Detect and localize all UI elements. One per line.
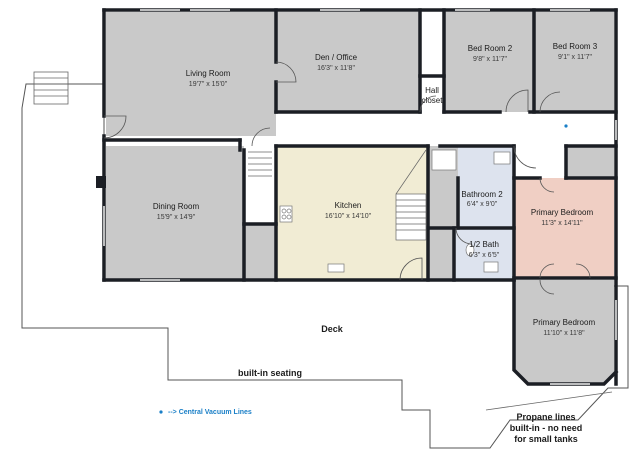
bed3-name: Bed Room 3 [553,42,598,51]
vacuum-legend-dot [159,410,163,414]
fireplace [96,176,106,188]
kitchen-stairs [395,149,427,241]
bath2-door [513,145,537,169]
seating-label: built-in seating [238,368,302,378]
living-room [106,12,276,136]
den-dim: 16'3" x 11'8" [317,65,355,72]
stair-door [251,127,271,147]
primary-closet-doors [539,263,591,279]
den-office [276,12,420,112]
bed-room-2 [444,12,534,112]
kitchen-dim: 16'10" x 14'10" [325,213,372,220]
primary-door-1 [539,177,555,193]
half-bath-closet [428,228,454,280]
toilet-half-bath [465,243,475,257]
den-name: Den / Office [315,53,358,62]
deck-label: Deck [321,324,344,334]
primary1-name: Primary Bedroom [531,208,594,217]
stove [279,205,293,223]
primary-closet [566,146,614,178]
primary2-door [539,279,555,295]
landing-stairs [248,151,272,177]
primary2-dim: 11'10" x 11'8" [543,330,585,337]
windows [103,9,617,385]
walls [102,8,619,386]
hall-closet-name-1: Hall [425,86,439,95]
bath2-tub [431,149,457,171]
propane-line-3: for small tanks [514,434,578,444]
dining-name: Dining Room [153,202,200,211]
bed-room-3 [534,12,614,112]
primary2-name: Primary Bedroom [533,318,596,327]
hallway [276,112,614,146]
bed2-door [505,89,529,113]
half-bath-sink [483,261,499,273]
primary-bedroom-1 [514,178,614,278]
bath2-sink [493,151,511,165]
fixtures [279,149,511,273]
vacuum-legend: --> Central Vacuum Lines [168,409,252,416]
propane-area-boundary [485,391,613,411]
doors [103,61,591,295]
front-door [103,115,127,139]
kitchen-patio-door [399,257,423,281]
bath2-dim: 6'4" x 9'0" [467,201,498,208]
dining-room [106,146,244,280]
den-door [275,61,297,83]
half-bath-dim: 6'3" x 6'5" [469,252,500,259]
deck-stairs [33,71,69,105]
bed2-name: Bed Room 2 [468,44,513,53]
kitchen-name: Kitchen [335,201,362,210]
stair-closet [244,224,276,280]
propane-line-1: Propane lines [516,412,575,422]
half-bath-name: 1/2 Bath [469,240,499,249]
hall-closet-door [419,95,437,113]
primary-bedroom-2 [514,280,614,384]
vacuum-dot [564,124,568,128]
dining-dim: 15'9" x 14'9" [157,214,196,221]
hall-closet-name-2: closet [422,96,444,105]
bed3-door [539,91,561,113]
kitchen-sink [327,263,345,273]
hall-closet [420,76,444,112]
bed3-dim: 9'1" x 11'7" [558,54,592,61]
stair-landing [244,146,276,224]
primary1-dim: 11'3" x 14'11" [541,220,583,227]
living-room-name: Living Room [186,69,231,78]
living-room-dim: 19'7" x 15'0" [189,81,228,88]
bath2-name: Bathroom 2 [461,190,503,199]
bed2-dim: 9'8" x 11'7" [473,56,507,63]
propane-line-2: built-in - no need [510,423,583,433]
